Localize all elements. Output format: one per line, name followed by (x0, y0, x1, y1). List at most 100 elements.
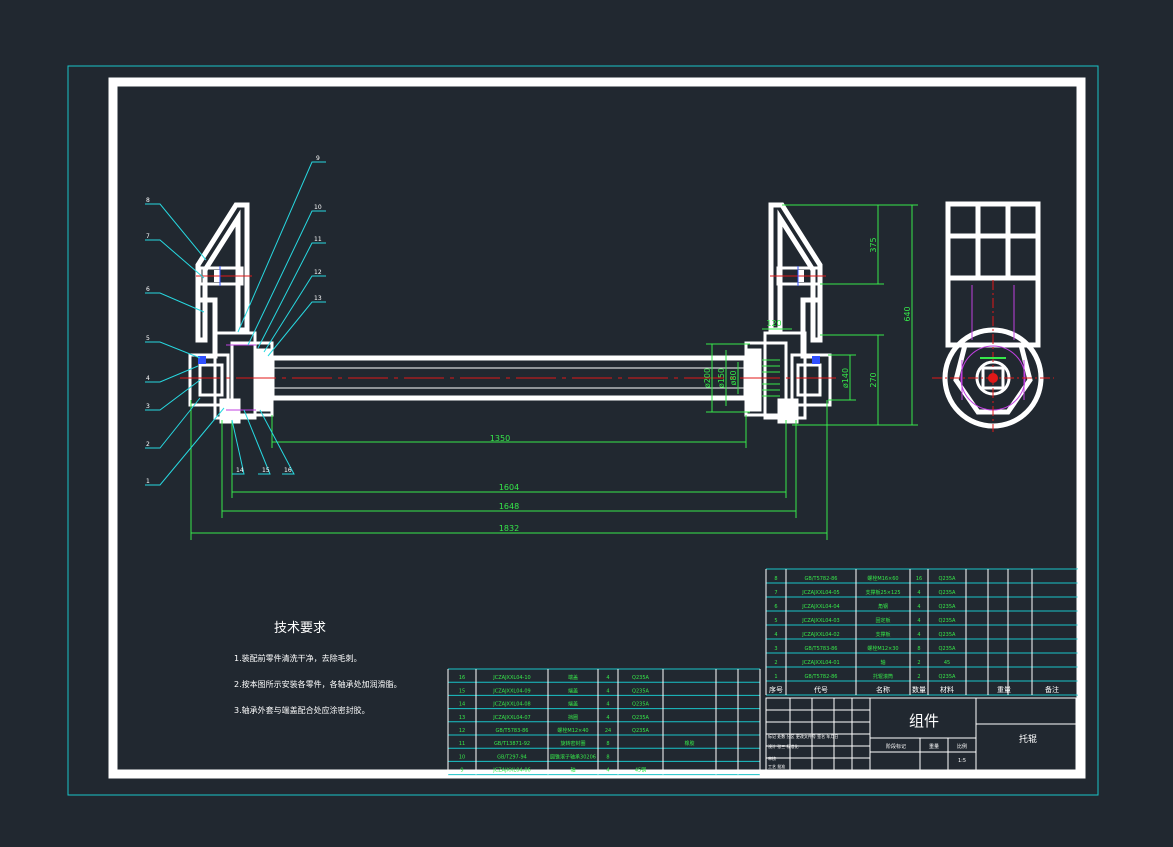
bom-left-cell-name: 挡圈 (568, 714, 578, 721)
balloon-10: 10 (314, 204, 322, 211)
bom-left-cell-no: 15 (459, 688, 465, 694)
balloon-12: 12 (314, 269, 322, 276)
scale-value: 1:5 (958, 758, 966, 764)
bom-right-header-name: 名称 (876, 685, 890, 694)
assembly-title: 组件 (909, 712, 939, 730)
bom-left-cell-name: 螺栓M12×40 (557, 727, 588, 734)
tech-requirement-3: 3.轴承外套与端盖配合处应涂密封胶。 (234, 705, 370, 715)
right-bearing-housing (744, 331, 832, 424)
bom-right-cell-name: 固定板 (875, 617, 890, 624)
bom-right-cell-name: 托辊滚筒 (873, 673, 893, 680)
dim-120: 120 (766, 319, 781, 328)
bom-left-cell-no: 12 (459, 728, 465, 734)
bom-right-cell-qty: 2 (917, 674, 920, 680)
tech-requirements-title: 技术要求 (274, 621, 326, 636)
balloon-15: 15 (262, 467, 270, 474)
title-row-1: 标记 处数 分区 更改文件号 签名 年月日 (768, 733, 838, 739)
bom-left-cell-code: JCZAJXXL04-06 (492, 768, 530, 774)
balloon-16: 16 (284, 467, 292, 474)
bom-left-cell-qty: 4 (606, 715, 609, 721)
bom-right-cell-material: 45 (944, 660, 950, 666)
bom-left-cell-note: 橡胶 (684, 740, 694, 747)
front-view (180, 202, 840, 424)
balloon-13: 13 (314, 295, 322, 302)
roller-tube (180, 355, 840, 401)
balloon-9: 9 (316, 155, 320, 162)
bom-right-header-code: 代号 (814, 685, 828, 694)
bom-left-cell-code: GB/T5783-86 (496, 728, 529, 734)
dim-80: ø80 (729, 370, 738, 385)
bom-right-cell-no: 5 (774, 618, 777, 624)
title-block: 组件 托辊 阶段标记 重量 比例 1:5 标记 处数 分区 更改文件号 签名 年… (765, 697, 1077, 771)
dim-1604: 1604 (499, 483, 519, 492)
bom-right-cell-code: GB/T5782-86 (805, 576, 838, 582)
bom-left-cell-name: 轴 (570, 767, 575, 774)
bom-right-header-note: 备注 (1045, 685, 1059, 694)
bom-right-cell-material: Q235A (939, 618, 956, 624)
inner-frame (108, 77, 1086, 779)
balloon-6: 6 (146, 286, 150, 293)
balloon-7: 7 (146, 233, 150, 240)
dimensions (190, 204, 918, 540)
title-row-4: 工艺 批准 (768, 763, 785, 769)
dim-1350: 1350 (490, 434, 510, 443)
bom-right-cell-qty: 4 (917, 604, 920, 610)
bom-left-cell-qty: 8 (606, 741, 609, 747)
bom-left-cell-name: 端盖 (568, 701, 578, 708)
bom-right-cell-no: 1 (774, 674, 777, 680)
leader-lines (145, 161, 326, 486)
dim-270: 270 (869, 372, 878, 387)
bom-left-cell-qty: 4 (606, 702, 609, 708)
bom-left-cell-code: JCZAJXXL04-07 (492, 715, 530, 721)
bom-right-header-no: 序号 (769, 685, 783, 694)
balloon-5: 5 (146, 335, 150, 342)
bom-right-cell-material: Q235A (939, 646, 956, 652)
bom-left-cell-qty: 4 (606, 768, 609, 774)
bom-left-cell-material: Q235A (632, 715, 649, 721)
bom-left-cell-code: JCZAJXXL04-10 (492, 675, 530, 681)
dimension-texts: 1350 1604 1648 1832 120 375 640 270 ø140… (490, 237, 912, 533)
bom-right-cell-no: 7 (774, 590, 777, 596)
bom-left-cell-name: 圆锥滚子轴承30206 (550, 753, 596, 760)
bom-left-cell-no: 9 (460, 768, 463, 774)
bom-right-cell-no: 3 (774, 646, 777, 652)
stage-label: 阶段标记 (886, 743, 906, 750)
bom-right-cell-material: Q235A (939, 590, 956, 596)
bom-left-cell-no: 13 (459, 715, 465, 721)
bom-right-header-qty: 数量 (912, 685, 926, 694)
bom-right-cell-qty: 2 (917, 660, 920, 666)
left-upper-bolt (196, 266, 252, 286)
dim-1648: 1648 (499, 502, 519, 511)
right-upper-bolt (770, 266, 826, 286)
bom-right-cell-qty: 4 (917, 632, 920, 638)
title-row-3: 审核 (768, 755, 776, 761)
bom-right-cell-material: Q235A (939, 604, 956, 610)
bom-left-cell-material: Q235A (632, 675, 649, 681)
outer-frame (67, 65, 1099, 796)
bom-right-cell-material: Q235A (939, 674, 956, 680)
bom-left-cell-material: Q235A (632, 688, 649, 694)
bom-right-header-weight: 重量 (997, 686, 1011, 694)
bom-left-cell-code: GB/T13871-92 (494, 741, 530, 747)
bom-right-cell-material: Q235A (939, 632, 956, 638)
tech-requirement-2: 2.按本图所示安装各零件，各轴承处加润滑脂。 (234, 679, 402, 689)
bom-right-cell-qty: 16 (916, 576, 922, 582)
bom-right-cell-name: 支撑板 (875, 631, 890, 638)
dim-375: 375 (869, 237, 878, 252)
bom-left-cell-code: JCZAJXXL04-09 (492, 688, 530, 694)
bom-left-cell-name: 端盖 (568, 687, 578, 694)
balloon-2: 2 (146, 441, 150, 448)
bom-right-cell-qty: 4 (917, 618, 920, 624)
bom-left-cell-name: 端盖 (568, 674, 578, 681)
bom-left-cell-no: 16 (459, 675, 465, 681)
dim-200: ø200 (703, 368, 712, 388)
tech-requirement-1: 1.装配前零件清洗干净，去除毛刺。 (234, 653, 362, 663)
bom-right-cell-name: 角钢 (878, 603, 888, 610)
bom-right-cell-code: JCZAJXXL04-05 (801, 590, 839, 596)
balloon-4: 4 (146, 375, 150, 382)
bom-right-cell-name: 螺栓M16×60 (867, 575, 898, 582)
bom-left-cell-code: GB/T297-94 (497, 754, 527, 760)
